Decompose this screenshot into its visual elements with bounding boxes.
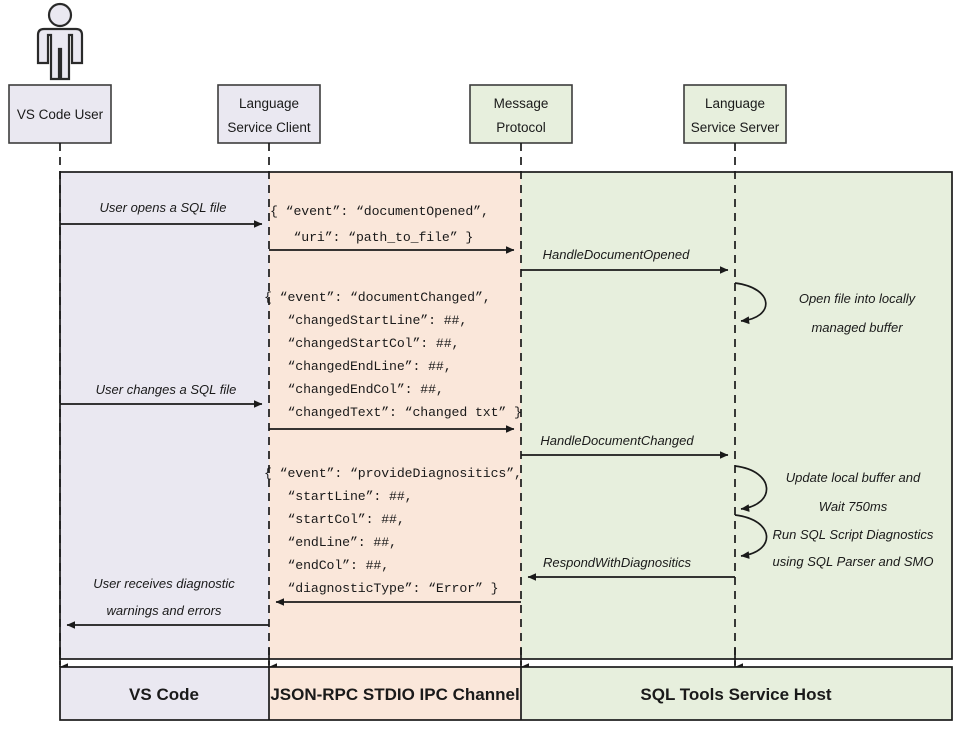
footer-label-sql-tools: SQL Tools Service Host — [640, 685, 831, 704]
self-note-update-buffer-line2: Wait 750ms — [819, 499, 888, 514]
json-line: “changedText”: “changed txt” } — [264, 405, 522, 420]
footer-label-vs-code: VS Code — [129, 685, 199, 704]
lifeline-label-lsc-line1: Language — [239, 96, 299, 111]
json-line: { “event”: “documentOpened”, — [270, 204, 489, 219]
vs-code-user-actor — [36, 2, 84, 81]
lifeline-label-mp-line1: Message — [494, 96, 549, 111]
self-note-open-file-line2: managed buffer — [811, 320, 903, 335]
message-user-opens-sql-file: User opens a SQL file — [60, 200, 263, 228]
message-user-receives-diagnostics: User receives diagnostic warnings and er… — [66, 576, 269, 629]
message-label-respond-with-diagnositics: RespondWithDiagnositics — [543, 555, 692, 570]
lifeline-head-vscode-user: VS Code User — [8, 84, 112, 144]
message-user-changes-sql-file: User changes a SQL file — [60, 382, 263, 408]
json-line: “changedStartCol”: ##, — [264, 336, 459, 351]
json-line: { “event”: “documentChanged”, — [264, 290, 491, 305]
message-label-user-changes-sql-file: User changes a SQL file — [96, 382, 237, 397]
self-note-run-diagnostics-line2: using SQL Parser and SMO — [773, 554, 934, 569]
json-line: “endCol”: ##, — [264, 558, 389, 573]
user-receives-line1: User receives diagnostic — [93, 576, 235, 591]
json-line: “uri”: “path_to_file” } — [270, 230, 473, 245]
self-message-open-file: Open file into locally managed buffer — [734, 282, 917, 335]
json-line: “changedStartLine”: ##, — [264, 313, 467, 328]
lifeline-head-language-service-client: Language Service Client — [217, 84, 321, 144]
self-note-update-buffer-line1: Update local buffer and — [786, 470, 921, 485]
self-message-run-diagnostics: Run SQL Script Diagnostics using SQL Par… — [734, 514, 934, 569]
footer-label-json-rpc: JSON-RPC STDIO IPC Channel — [270, 685, 519, 704]
json-line: “endLine”: ##, — [264, 535, 397, 550]
lifeline-label-mp-line2: Protocol — [496, 120, 546, 135]
message-label-user-opens-sql-file: User opens a SQL file — [100, 200, 227, 215]
json-line: { “event”: “provideDiagnositics”, — [264, 466, 522, 481]
json-line: “diagnosticType”: “Error” } — [264, 581, 498, 596]
band-sql-tools — [521, 172, 952, 659]
band-json-rpc — [269, 172, 521, 659]
message-handle-document-changed: HandleDocumentChanged — [521, 433, 729, 459]
message-respond-with-diagnositics: RespondWithDiagnositics — [527, 555, 735, 581]
lifeline-head-message-protocol: Message Protocol — [469, 84, 573, 144]
band-vs-code — [60, 172, 269, 659]
user-receives-line2: warnings and errors — [107, 603, 222, 618]
json-line: “changedEndCol”: ##, — [264, 382, 444, 397]
self-note-open-file-line1: Open file into locally — [799, 291, 917, 306]
json-line: “startLine”: ##, — [264, 489, 412, 504]
self-message-update-buffer: Update local buffer and Wait 750ms — [734, 465, 921, 514]
message-label-handle-document-changed: HandleDocumentChanged — [540, 433, 694, 448]
json-line: “changedEndLine”: ##, — [264, 359, 452, 374]
json-line: “startCol”: ##, — [264, 512, 405, 527]
footer-bar: VS Code JSON-RPC STDIO IPC Channel SQL T… — [59, 666, 953, 721]
self-note-run-diagnostics-line1: Run SQL Script Diagnostics — [773, 527, 934, 542]
lifeline-label-lsc-line2: Service Client — [227, 120, 311, 135]
json-block-document-changed: { “event”: “documentChanged”, “changedSt… — [264, 290, 522, 420]
lifeline-label-lss-line2: Service Server — [691, 120, 780, 135]
lifeline-head-language-service-server: Language Service Server — [683, 84, 787, 144]
json-block-document-opened: { “event”: “documentOpened”, “uri”: “pat… — [270, 204, 489, 245]
message-label-handle-document-opened: HandleDocumentOpened — [543, 247, 690, 262]
lifeline-label-vscode-user: VS Code User — [17, 107, 104, 122]
json-block-provide-diagnositics: { “event”: “provideDiagnositics”, “start… — [264, 466, 522, 596]
message-handle-document-opened: HandleDocumentOpened — [521, 247, 729, 274]
lifeline-label-lss-line1: Language — [705, 96, 765, 111]
lane-bands — [59, 171, 953, 660]
